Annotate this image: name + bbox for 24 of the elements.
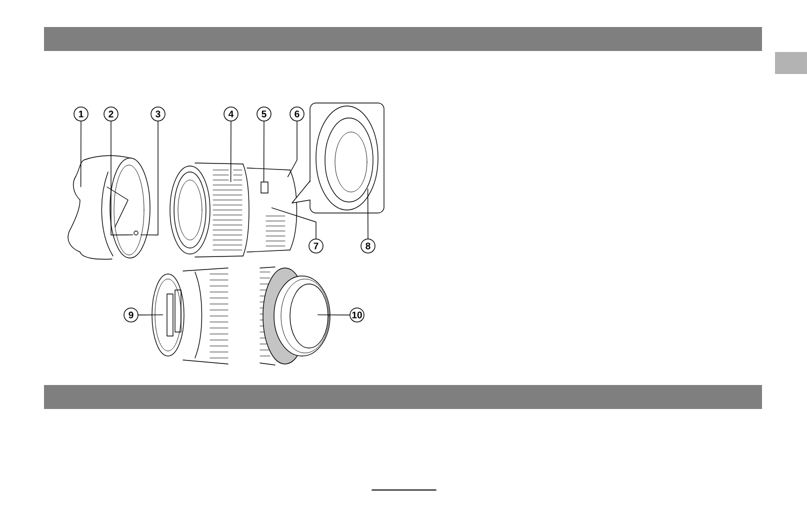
leader-line [287, 121, 298, 178]
callout-number: 3 [150, 106, 166, 122]
lens-drawing [170, 162, 298, 258]
leader-line [317, 314, 350, 316]
front-cap-drawing [152, 268, 228, 364]
leader-line [263, 121, 264, 182]
lens-mount-inset [292, 102, 384, 214]
leader-line [271, 207, 316, 239]
callout-number: 7 [308, 238, 324, 254]
leader-line [367, 188, 368, 239]
lens-hood-drawing [68, 155, 150, 260]
callout-number: 8 [360, 238, 376, 254]
callout-number: 10 [350, 308, 364, 322]
callout-number: 9 [124, 308, 138, 322]
leader-line [230, 121, 232, 182]
callout-number: 4 [224, 106, 238, 122]
callout-number: 1 [74, 106, 88, 122]
rear-cap-drawing [260, 266, 330, 366]
leader-line [140, 121, 158, 236]
callout-number: 2 [104, 106, 118, 122]
callout-number: 6 [290, 106, 304, 122]
leader-line [110, 121, 134, 236]
callout-number: 5 [256, 106, 272, 122]
leader-line [80, 121, 82, 188]
